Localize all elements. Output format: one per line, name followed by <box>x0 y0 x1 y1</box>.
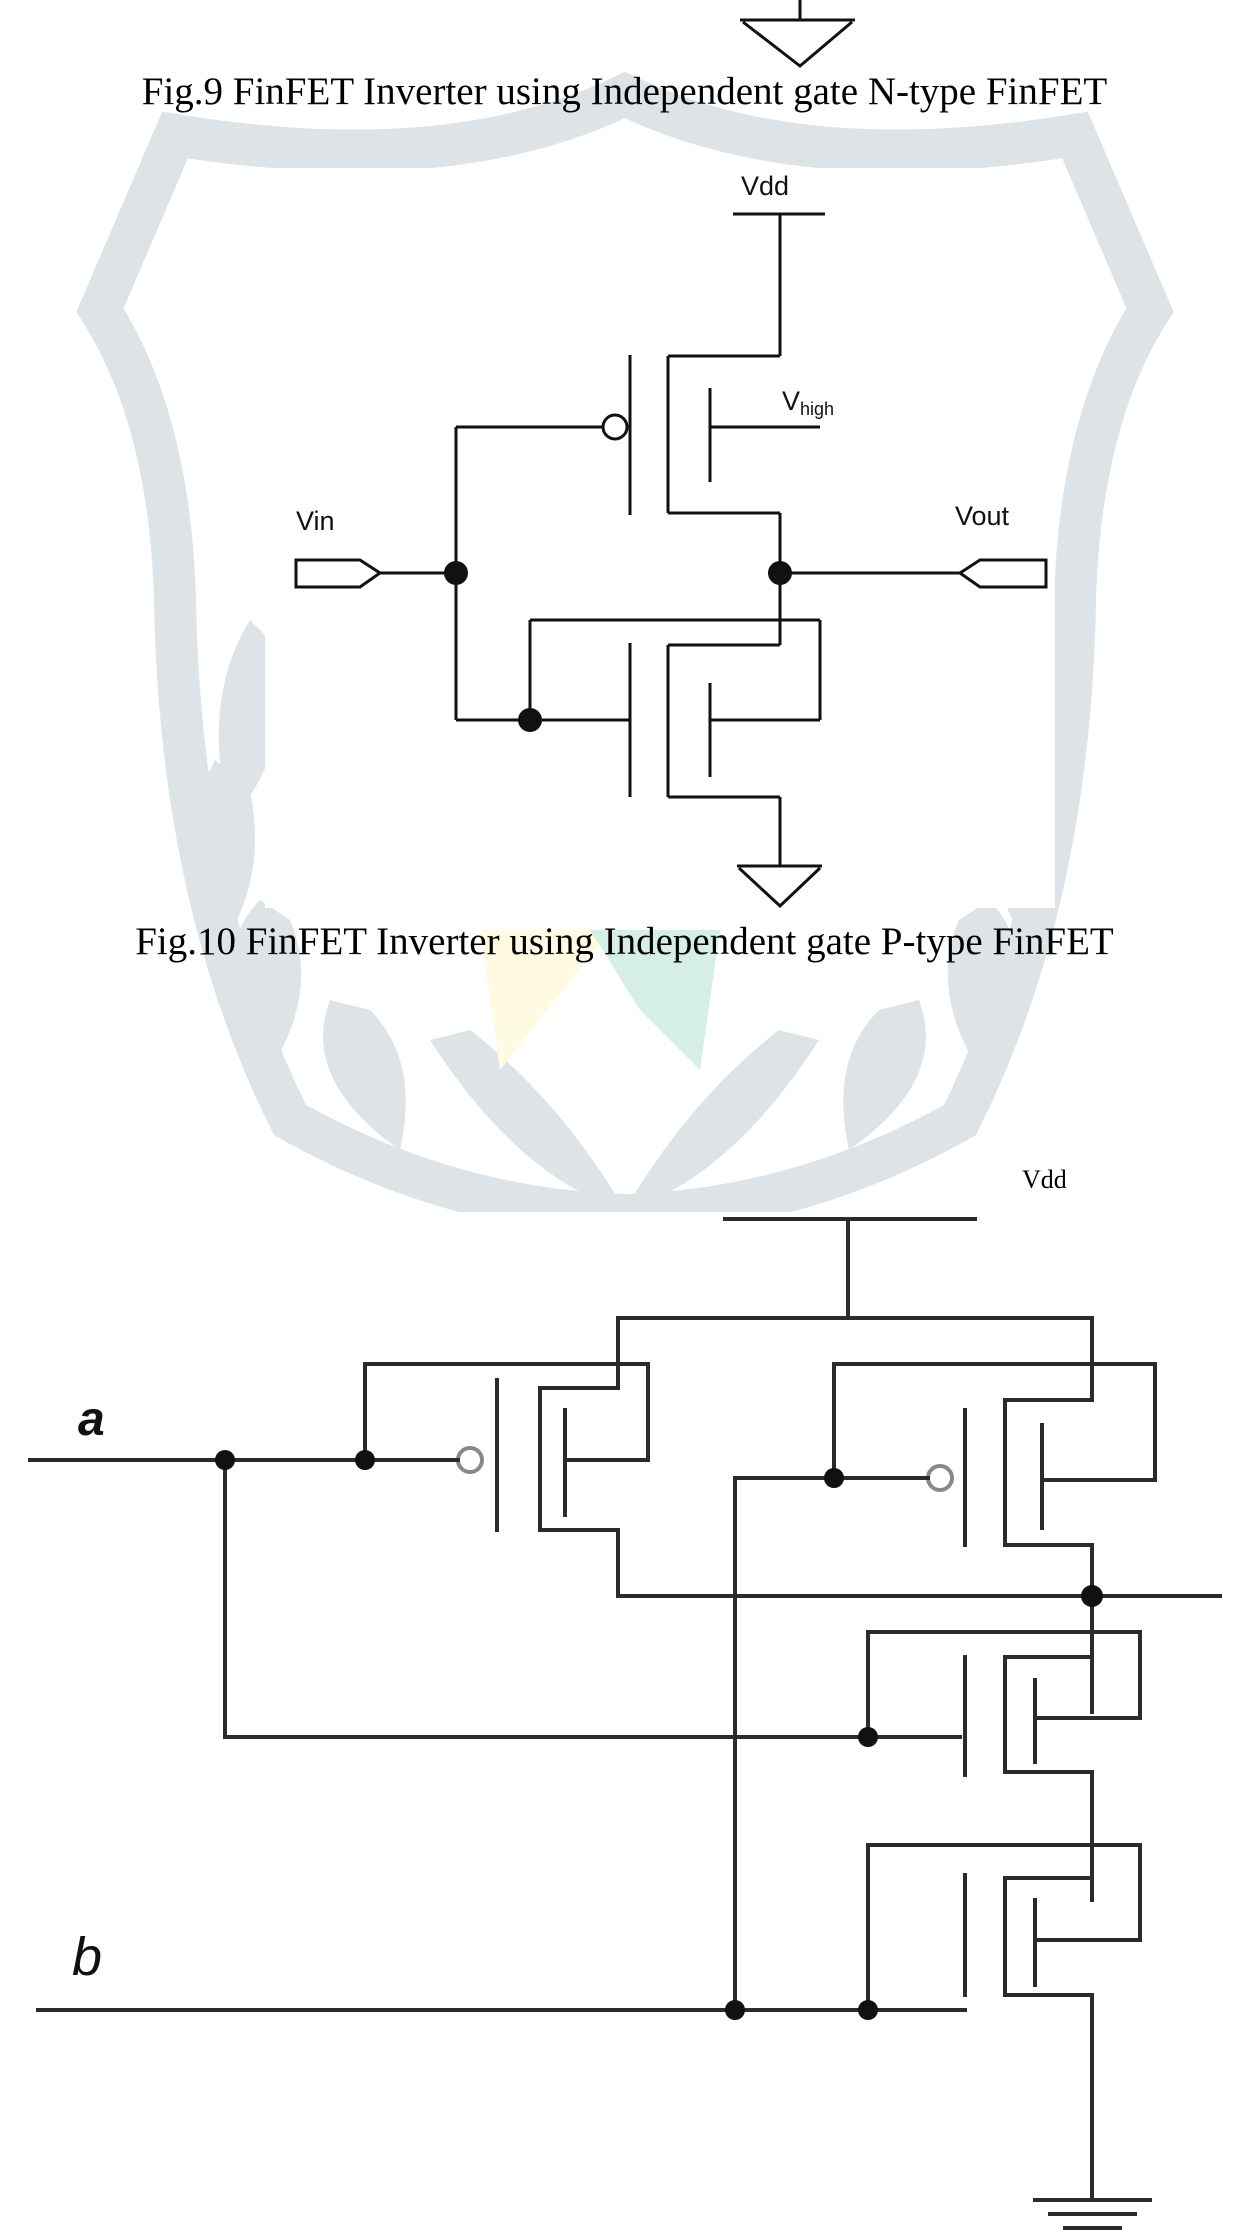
fig9-ground-symbol <box>740 0 855 68</box>
fig10-vout-label: Vout <box>955 501 1010 531</box>
fig10-vdd-label: Vdd <box>741 171 789 201</box>
fig9-caption: Fig.9 FinFET Inverter using Independent … <box>141 70 1108 113</box>
fig10-pfinfet-inverter-schematic: Vdd Vhigh Vin Vout <box>294 171 1048 909</box>
fig11-input-b-label: b <box>72 1927 102 1987</box>
fig10-vin-label: Vin <box>296 506 335 536</box>
fig11-input-a-label: a <box>78 1393 105 1446</box>
fig11-vdd-label: Vdd <box>1022 1165 1067 1194</box>
fig10-vhigh-label: Vhigh <box>782 386 834 419</box>
fig10-caption: Fig.10 FinFET Inverter using Independent… <box>135 920 1114 963</box>
